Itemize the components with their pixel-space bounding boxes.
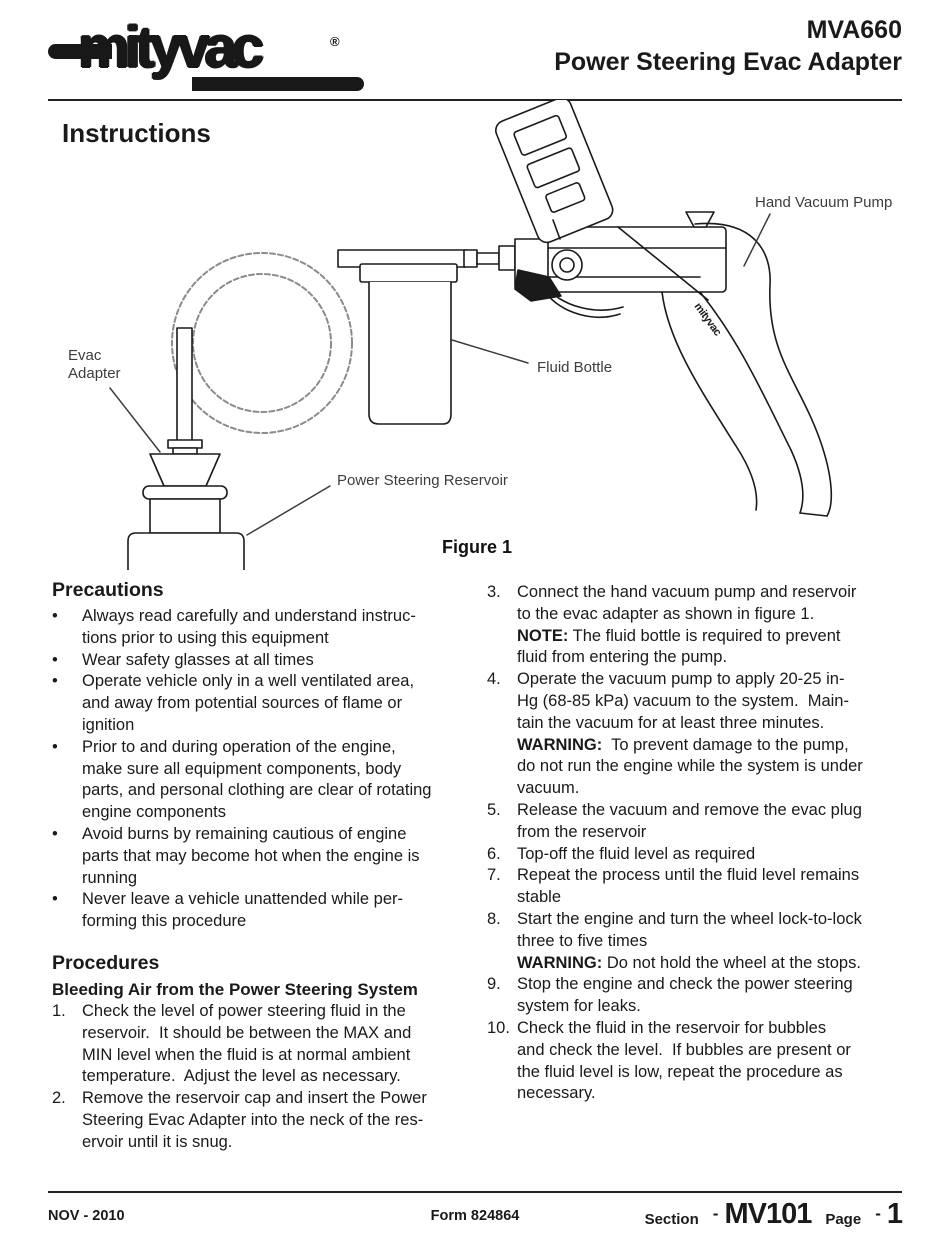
list-item: •Operate vehicle only in a well ventilat… bbox=[52, 672, 415, 734]
header-titles: MVA660 Power Steering Evac Adapter bbox=[554, 14, 902, 78]
model-number: MVA660 bbox=[806, 16, 902, 44]
list-item: 8.Start the engine and turn the wheel lo… bbox=[487, 909, 862, 972]
list-item: 9.Stop the engine and check the power st… bbox=[487, 975, 853, 1016]
footer: NOV - 2010 Form 824864 Section - MV101 P… bbox=[0, 1198, 950, 1238]
power-steering-reservoir-drawing bbox=[127, 485, 245, 571]
left-column: Precautions •Always read carefully and u… bbox=[52, 578, 472, 1154]
label-evac-adapter-line2: Adapter bbox=[68, 365, 121, 382]
section-value: MV101 bbox=[724, 1198, 812, 1230]
leader-lines bbox=[109, 213, 771, 536]
trigger-lever-drawing bbox=[544, 284, 624, 318]
registered-trademark-symbol: ® bbox=[330, 34, 340, 49]
coiled-hose-drawing bbox=[171, 252, 353, 434]
pump-handle-drawing bbox=[661, 222, 833, 517]
footer-section-page: Section - MV101 Page - 1 bbox=[644, 1198, 903, 1231]
page-title: Instructions bbox=[62, 118, 211, 148]
page-label: Page bbox=[825, 1211, 862, 1228]
footer-divider bbox=[48, 1191, 902, 1193]
handle-brand-text: mityvac bbox=[692, 301, 724, 339]
logo-left-bar bbox=[48, 44, 112, 59]
procedures-heading: Procedures bbox=[52, 951, 160, 974]
right-column: 3.Connect the hand vacuum pump and reser… bbox=[487, 582, 907, 1105]
list-item: •Always read carefully and understand in… bbox=[52, 607, 416, 647]
section-label: Section bbox=[644, 1211, 699, 1228]
list-item: 10.Check the fluid in the reservoir for … bbox=[487, 1018, 851, 1103]
footer-form-number: Form 824864 bbox=[430, 1208, 520, 1224]
list-item: •Prior to and during operation of the en… bbox=[52, 737, 432, 822]
vacuum-gauge-drawing bbox=[495, 97, 614, 244]
list-item: •Never leave a vehicle unattended while … bbox=[52, 890, 404, 931]
gauge-neck-drawing bbox=[552, 219, 561, 240]
pump-fitting-drawing bbox=[463, 245, 516, 271]
hand-vacuum-pump-drawing bbox=[514, 211, 727, 302]
label-power-steering-reservoir: Power Steering Reservoir bbox=[337, 472, 508, 489]
list-item: 7.Repeat the process until the fluid lev… bbox=[487, 866, 860, 907]
label-hand-vacuum-pump: Hand Vacuum Pump bbox=[755, 194, 892, 211]
figure-1: Hand Vacuum Pump Evac Adapter Fluid Bott… bbox=[0, 97, 950, 571]
product-name: Power Steering Evac Adapter bbox=[554, 48, 902, 76]
section-dash: - bbox=[712, 1204, 719, 1223]
precautions-heading: Precautions bbox=[52, 579, 164, 601]
list-item: 2.Remove the reservoir cap and insert th… bbox=[52, 1089, 427, 1151]
list-item: 6.Top-off the fluid level as required bbox=[487, 844, 756, 863]
page-dash: - bbox=[875, 1204, 881, 1223]
page-value: 1 bbox=[886, 1198, 903, 1230]
adapter-tube-drawing bbox=[176, 327, 193, 447]
header-divider bbox=[48, 99, 902, 101]
logo-underline-bar bbox=[192, 77, 364, 91]
figure-diagram: Hand Vacuum Pump Evac Adapter Fluid Bott… bbox=[68, 97, 892, 571]
list-item: 3.Connect the hand vacuum pump and reser… bbox=[487, 583, 857, 667]
precautions-list: •Always read carefully and understand in… bbox=[52, 606, 472, 933]
brand-wordmark: mityvac bbox=[78, 15, 264, 80]
list-item: 1.Check the level of power steering flui… bbox=[52, 1001, 412, 1086]
list-item: •Wear safety glasses at all times bbox=[52, 650, 314, 669]
procedures-steps-3-10: 3.Connect the hand vacuum pump and reser… bbox=[487, 582, 907, 1105]
fluid-bottle-drawing bbox=[359, 263, 458, 425]
footer-date: NOV - 2010 bbox=[48, 1208, 125, 1224]
procedures-subheading: Bleeding Air from the Power Steering Sys… bbox=[52, 979, 418, 999]
procedures-steps-1-2: 1.Check the level of power steering flui… bbox=[52, 1001, 472, 1154]
list-item: 5.Release the vacuum and remove the evac… bbox=[487, 800, 862, 841]
mityvac-logo: mityvac ® bbox=[0, 0, 420, 100]
list-item: 4.Operate the vacuum pump to apply 20-25… bbox=[487, 670, 863, 798]
label-evac-adapter-line1: Evac bbox=[68, 347, 102, 364]
list-item: •Avoid burns by remaining cautious of en… bbox=[52, 824, 420, 887]
figure-caption: Figure 1 bbox=[442, 537, 512, 557]
label-fluid-bottle: Fluid Bottle bbox=[537, 359, 612, 376]
evac-adapter-drawing bbox=[149, 439, 221, 487]
